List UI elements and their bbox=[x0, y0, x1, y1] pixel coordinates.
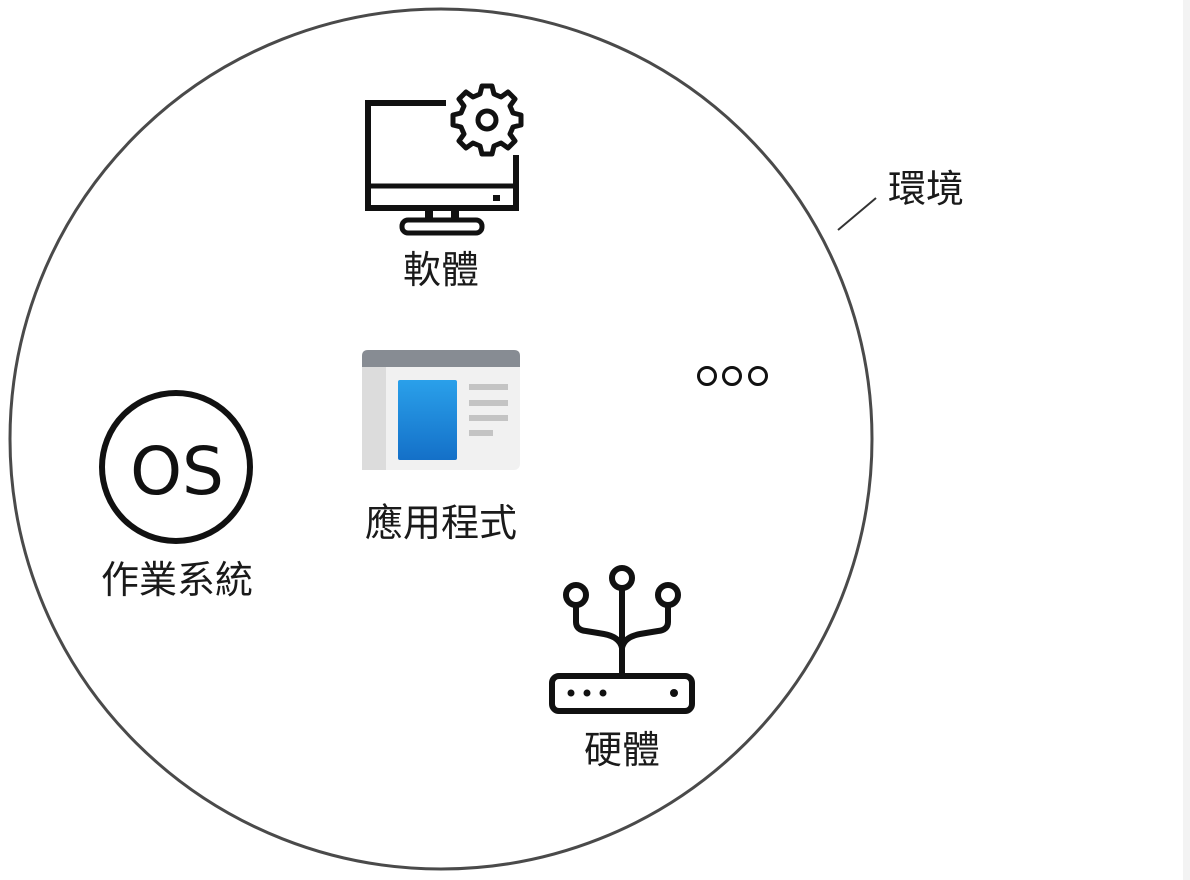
app-window-icon bbox=[362, 350, 520, 470]
environment-leader-line bbox=[837, 197, 877, 231]
hardware-label: 硬體 bbox=[583, 728, 661, 772]
router-antenna-icon bbox=[549, 565, 695, 714]
environment-label: 環境 bbox=[888, 167, 965, 211]
operating-system-label: 作業系統 bbox=[100, 558, 254, 602]
application-label: 應用程式 bbox=[364, 501, 518, 545]
software-label: 軟體 bbox=[402, 248, 480, 292]
more-indicator-icon bbox=[697, 366, 768, 386]
os-icon-text: OS bbox=[130, 433, 224, 510]
monitor-gear-icon bbox=[365, 83, 524, 236]
os-circle-icon: OS bbox=[99, 390, 253, 544]
page-right-edge bbox=[1183, 0, 1190, 880]
environment-boundary-circle bbox=[8, 7, 874, 871]
